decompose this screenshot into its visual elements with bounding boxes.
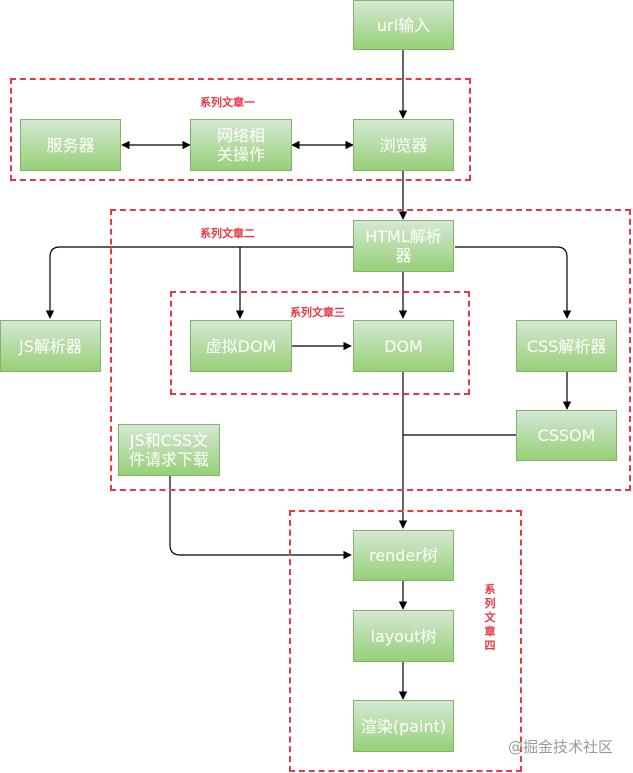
node-label: render树 (369, 546, 438, 565)
group-label-article-2: 系列文章二 (200, 227, 255, 240)
node-label: DOM (384, 336, 423, 356)
node-html-parser: HTML解析 器 (353, 220, 454, 272)
node-network-operations: 网络相 关操作 (190, 119, 292, 171)
edge-html-parser-to-css-parser (455, 246, 572, 319)
node-label: JS解析器 (19, 336, 82, 356)
node-browser: 浏览器 (353, 119, 454, 171)
node-label: 浏览器 (379, 135, 428, 155)
node-label: layout树 (370, 626, 437, 646)
group-label-article-3: 系列文章三 (290, 306, 345, 319)
group-label-article-1: 系列文章一 (200, 96, 255, 109)
node-layout-tree: layout树 (353, 610, 454, 662)
node-dom: DOM (353, 320, 454, 372)
node-label: JS和CSS文 件请求下载 (128, 431, 209, 469)
node-label: HTML解析 器 (365, 227, 442, 265)
watermark: @掘金技术社区 (507, 738, 613, 756)
group-article-3 (170, 291, 470, 395)
node-label: CSS解析器 (526, 336, 607, 356)
node-label: url输入 (376, 15, 431, 35)
edge-html-parser-to-js-parser (45, 246, 353, 319)
node-js-css-download: JS和CSS文 件请求下载 (118, 424, 220, 476)
node-label: 网络相 关操作 (216, 126, 265, 164)
node-label: 服务器 (46, 135, 95, 155)
node-virtual-dom: 虚拟DOM (190, 320, 292, 372)
node-label: CSSOM (537, 426, 596, 445)
group-label-article-4: 系列文章四 (484, 583, 496, 652)
node-label: 渲染(paint) (360, 716, 447, 736)
node-js-parser: JS解析器 (0, 320, 101, 372)
node-css-parser: CSS解析器 (516, 320, 617, 372)
node-server: 服务器 (20, 119, 121, 171)
node-render-tree: render树 (353, 530, 454, 581)
edge-download-to-render-tree (169, 476, 352, 560)
group-article-1 (10, 78, 471, 181)
group-article-2 (110, 209, 631, 491)
node-cssom: CSSOM (516, 410, 617, 461)
node-label: 虚拟DOM (205, 336, 277, 356)
node-url-input: url输入 (353, 0, 454, 50)
node-paint: 渲染(paint) (353, 700, 454, 752)
group-article-4 (289, 510, 522, 772)
